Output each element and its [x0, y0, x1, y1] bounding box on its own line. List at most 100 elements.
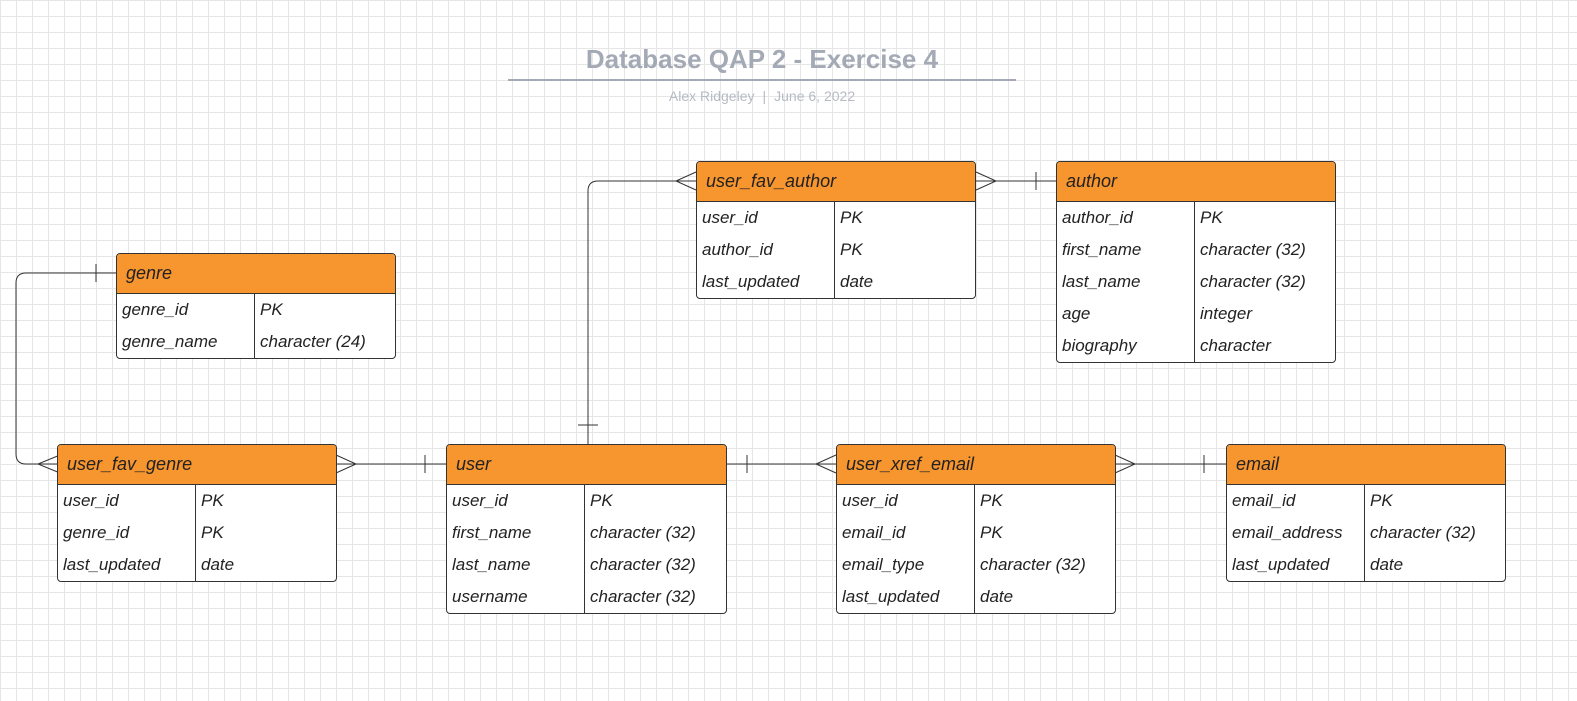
subtitle-separator: | — [762, 88, 767, 104]
column-name: user_id — [58, 485, 196, 517]
entity-user-fav-author[interactable]: user_fav_author user_id PK author_id PK … — [696, 161, 976, 299]
connector-line — [15, 272, 117, 465]
table-row: last_name character (32) — [447, 549, 726, 581]
table-row: user_id PK — [58, 485, 336, 517]
crows-foot-many-icon — [36, 454, 61, 474]
entity-title: email — [1227, 445, 1505, 485]
crows-foot-many-icon — [975, 171, 998, 191]
table-row: last_updated date — [837, 581, 1115, 613]
column-type: character (24) — [260, 332, 366, 351]
table-row: genre_id PK — [58, 517, 336, 549]
table-row: author_id PK — [697, 234, 975, 266]
relationship-user-xref-email-to-user[interactable] — [727, 454, 837, 474]
title-underline — [508, 79, 1016, 81]
table-row: last_name character (32) — [1057, 266, 1335, 298]
column-type: character (32) — [1370, 523, 1476, 542]
entity-email[interactable]: email email_id PK email_address characte… — [1226, 444, 1506, 582]
column-type: PK — [201, 491, 224, 510]
crows-foot-many-icon — [335, 454, 358, 474]
table-row: genre_name character (24) — [117, 326, 395, 358]
column-name: last_updated — [697, 266, 835, 298]
entity-title: user_fav_author — [697, 162, 975, 202]
column-name: biography — [1057, 330, 1195, 362]
table-row: user_id PK — [697, 202, 975, 234]
table-row: author_id PK — [1057, 202, 1335, 234]
column-type: character (32) — [1200, 240, 1306, 259]
column-type: character (32) — [590, 523, 696, 542]
relationship-user-fav-genre-to-genre[interactable] — [15, 264, 117, 474]
crows-foot-many-icon — [1114, 454, 1137, 474]
column-type: character — [1200, 336, 1271, 355]
column-type: PK — [590, 491, 613, 510]
entity-title: user_xref_email — [837, 445, 1115, 485]
table-row: user_id PK — [837, 485, 1115, 517]
entity-title: author — [1057, 162, 1335, 202]
column-type: character (32) — [590, 587, 696, 606]
column-type: PK — [1200, 208, 1223, 227]
column-name: last_updated — [1227, 549, 1365, 581]
column-type: character (32) — [980, 555, 1086, 574]
column-name: genre_id — [58, 517, 196, 549]
diagram-title: Database QAP 2 - Exercise 4 — [585, 44, 939, 74]
relationship-user-fav-genre-to-user[interactable] — [335, 454, 446, 474]
column-name: email_address — [1227, 517, 1365, 549]
connector-line — [587, 180, 696, 448]
table-row: age integer — [1057, 298, 1335, 330]
diagram-subtitle: Alex Ridgeley | June 6, 2022 — [508, 88, 1016, 104]
entity-user-xref-email[interactable]: user_xref_email user_id PK email_id PK e… — [836, 444, 1116, 614]
relationship-user-xref-email-to-email[interactable] — [1114, 454, 1226, 474]
column-type: PK — [1370, 491, 1393, 510]
table-row: user_id PK — [447, 485, 726, 517]
entity-author[interactable]: author author_id PK first_name character… — [1056, 161, 1336, 363]
column-type: PK — [840, 208, 863, 227]
column-name: last_updated — [837, 581, 975, 613]
table-row: first_name character (32) — [1057, 234, 1335, 266]
column-name: first_name — [1057, 234, 1195, 266]
column-name: genre_id — [117, 294, 255, 326]
entity-title: user — [447, 445, 726, 485]
column-type: PK — [260, 300, 283, 319]
table-row: biography character — [1057, 330, 1335, 362]
entity-genre[interactable]: genre genre_id PK genre_name character (… — [116, 253, 396, 359]
relationship-user-fav-author-to-author[interactable] — [975, 171, 1056, 191]
column-type: PK — [980, 491, 1003, 510]
table-row: last_updated date — [58, 549, 336, 581]
subtitle-date: June 6, 2022 — [774, 88, 856, 104]
column-type: date — [980, 587, 1014, 606]
table-row: first_name character (32) — [447, 517, 726, 549]
crows-foot-many-icon — [674, 171, 697, 191]
column-type: PK — [201, 523, 224, 542]
table-row: last_updated date — [1227, 549, 1505, 581]
column-type: integer — [1200, 304, 1252, 323]
entity-user-fav-genre[interactable]: user_fav_genre user_id PK genre_id PK la… — [57, 444, 337, 582]
entity-title: user_fav_genre — [58, 445, 336, 485]
column-type: PK — [980, 523, 1003, 542]
column-name: email_id — [1227, 485, 1365, 517]
column-type: date — [840, 272, 874, 291]
entity-user[interactable]: user user_id PK first_name character (32… — [446, 444, 727, 614]
column-name: email_id — [837, 517, 975, 549]
table-row: email_id PK — [837, 517, 1115, 549]
entity-title: genre — [117, 254, 395, 294]
column-name: genre_name — [117, 326, 255, 358]
table-row: username character (32) — [447, 581, 726, 613]
column-name: last_updated — [58, 549, 196, 581]
table-row: genre_id PK — [117, 294, 395, 326]
relationship-user-fav-author-to-user[interactable] — [578, 171, 697, 448]
column-name: username — [447, 581, 585, 613]
column-name: last_name — [1057, 266, 1195, 298]
table-row: last_updated date — [697, 266, 975, 298]
column-name: first_name — [447, 517, 585, 549]
subtitle-author: Alex Ridgeley — [668, 88, 755, 104]
column-name: age — [1057, 298, 1195, 330]
column-type: character (32) — [1200, 272, 1306, 291]
column-name: author_id — [1057, 202, 1195, 234]
table-row: email_type character (32) — [837, 549, 1115, 581]
crows-foot-many-icon — [814, 454, 837, 474]
column-name: last_name — [447, 549, 585, 581]
column-name: email_type — [837, 549, 975, 581]
column-name: user_id — [697, 202, 835, 234]
column-name: author_id — [697, 234, 835, 266]
table-row: email_id PK — [1227, 485, 1505, 517]
